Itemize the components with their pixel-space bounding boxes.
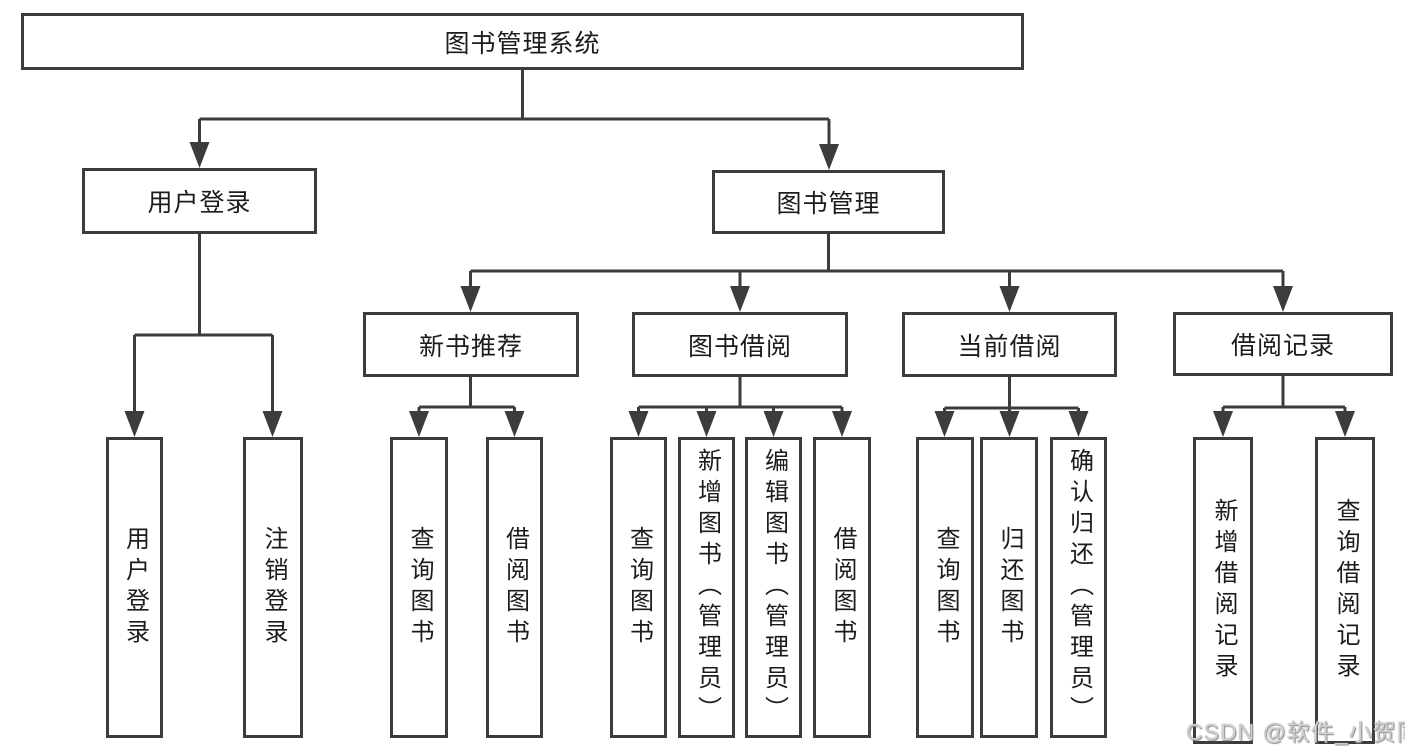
node-book-borrow: 图书借阅 — [632, 312, 848, 377]
node-label: 图书管理系统 — [444, 29, 601, 58]
node-user-login: 用户登录 — [82, 168, 317, 234]
node-label: 借阅图书 — [501, 525, 529, 650]
leaf-user-login: 用户登录 — [106, 437, 163, 738]
arrow-down-icon — [696, 411, 717, 437]
node-label: 用户登录 — [121, 525, 149, 650]
leaf-query-book-recommend: 查询图书 — [390, 437, 448, 738]
edge-book-borrow-to-leaves — [628, 376, 852, 437]
node-label: 新增图书（管理员） — [693, 448, 721, 727]
arrow-down-icon — [1213, 411, 1233, 437]
arrow-down-icon — [999, 411, 1020, 437]
csdn-watermark: CSDN @软件_小贺同学 — [1186, 719, 1405, 745]
leaf-query-book-current: 查询图书 — [916, 437, 974, 738]
node-book-management: 图书管理 — [712, 170, 945, 234]
node-label: 用户登录 — [147, 189, 252, 217]
node-root-system: 图书管理系统 — [21, 13, 1024, 70]
leaf-borrow-book-recommend: 借阅图书 — [486, 437, 543, 738]
node-label: 注销登录 — [260, 525, 287, 650]
node-label: 查询图书 — [406, 525, 433, 650]
arrow-down-icon — [1273, 286, 1293, 312]
edge-new-book-recommend-to-leaves — [409, 376, 525, 437]
node-label: 图书管理 — [776, 190, 881, 218]
leaf-add-book-admin: 新增图书（管理员） — [678, 437, 735, 738]
leaf-logout: 注销登录 — [243, 437, 303, 738]
arrow-down-icon — [504, 411, 525, 437]
node-label: 查询图书 — [625, 525, 653, 650]
edge-book-management-to-level3 — [460, 233, 1293, 312]
arrow-down-icon — [409, 411, 429, 437]
leaf-borrow-book: 借阅图书 — [813, 437, 871, 738]
leaf-add-borrow-record: 新增借阅记录 — [1193, 437, 1253, 744]
node-label: 当前借阅 — [957, 332, 1062, 361]
node-label: 新书推荐 — [418, 332, 523, 361]
edge-current-borrow-to-leaves — [934, 376, 1089, 437]
leaf-edit-book-admin: 编辑图书（管理员） — [745, 437, 802, 738]
node-current-borrow: 当前借阅 — [902, 312, 1117, 377]
node-borrow-records: 借阅记录 — [1173, 312, 1393, 376]
arrow-down-icon — [262, 411, 283, 437]
arrow-down-icon — [934, 411, 955, 437]
edge-user-login-to-leaves — [124, 233, 283, 437]
node-label: 查询图书 — [932, 525, 959, 650]
node-new-book-recommend: 新书推荐 — [363, 312, 579, 377]
node-label: 确认归还（管理员） — [1065, 448, 1093, 727]
leaf-query-borrow-record: 查询借阅记录 — [1315, 437, 1375, 744]
node-label: 归还图书 — [996, 525, 1023, 650]
node-label: 借阅图书 — [829, 525, 856, 650]
arrow-down-icon — [763, 411, 784, 437]
leaf-confirm-return-admin: 确认归还（管理员） — [1050, 437, 1107, 738]
leaf-return-book: 归还图书 — [980, 437, 1038, 738]
arrow-down-icon — [730, 286, 750, 312]
arrow-down-icon — [832, 411, 852, 437]
edge-borrow-records-to-leaves — [1213, 375, 1355, 437]
node-label: 借阅记录 — [1230, 332, 1335, 360]
node-label: 编辑图书（管理员） — [760, 448, 788, 727]
arrow-down-icon — [1335, 411, 1355, 437]
edge-root-to-level2 — [189, 69, 839, 170]
arrow-down-icon — [460, 286, 481, 312]
arrow-down-icon — [1068, 411, 1089, 437]
arrow-down-icon — [189, 142, 210, 168]
node-label: 图书借阅 — [687, 332, 792, 361]
arrow-down-icon — [628, 411, 649, 437]
node-label: 查询借阅记录 — [1332, 497, 1359, 684]
leaf-query-book-borrow: 查询图书 — [610, 437, 667, 738]
arrow-down-icon — [999, 286, 1020, 312]
arrow-down-icon — [124, 411, 145, 437]
arrow-down-icon — [819, 144, 839, 170]
node-label: 新增借阅记录 — [1210, 497, 1237, 684]
